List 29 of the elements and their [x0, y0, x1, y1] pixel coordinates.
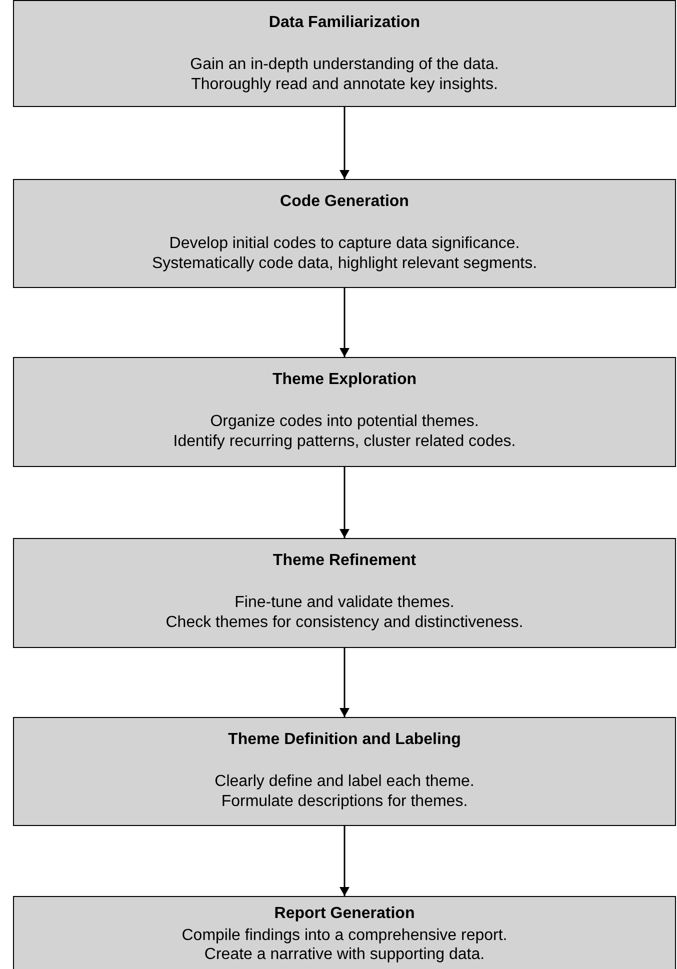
process-box	[13, 0, 676, 107]
step-description: Thoroughly read and annotate key insights.	[191, 75, 498, 94]
step-description: Create a narrative with supporting data.	[204, 945, 485, 964]
step-description: Identify recurring patterns, cluster related codes.	[173, 432, 516, 451]
process-box	[13, 357, 676, 467]
step-description: Formulate descriptions for themes.	[221, 792, 468, 811]
step-description: Compile findings into a comprehensive report.	[182, 926, 508, 945]
process-box	[13, 538, 676, 648]
step-title: Report Generation	[274, 904, 415, 923]
step-description: Systematically code data, highlight relevant segments.	[152, 254, 538, 273]
step-title: Data Familiarization	[268, 13, 420, 32]
step-description: Develop initial codes to capture data significance.	[169, 234, 520, 253]
step-description: Clearly define and label each theme.	[214, 772, 474, 791]
process-box	[13, 717, 676, 826]
step-title: Code Generation	[280, 192, 409, 211]
step-description: Fine-tune and validate themes.	[234, 593, 454, 612]
arrow	[340, 107, 350, 179]
step-description: Gain an in-depth understanding of the data.	[190, 55, 499, 74]
arrow	[340, 826, 350, 896]
step-title: Theme Exploration	[272, 370, 417, 389]
step-description: Check themes for consistency and distinctiveness.	[166, 613, 524, 632]
arrow	[340, 467, 350, 538]
arrow	[340, 648, 350, 717]
process-box	[13, 896, 676, 969]
process-box	[13, 179, 676, 288]
arrow	[340, 288, 350, 357]
step-description: Organize codes into potential themes.	[210, 412, 479, 431]
step-title: Theme Definition and Labeling	[228, 730, 461, 749]
step-title: Theme Refinement	[272, 551, 416, 570]
